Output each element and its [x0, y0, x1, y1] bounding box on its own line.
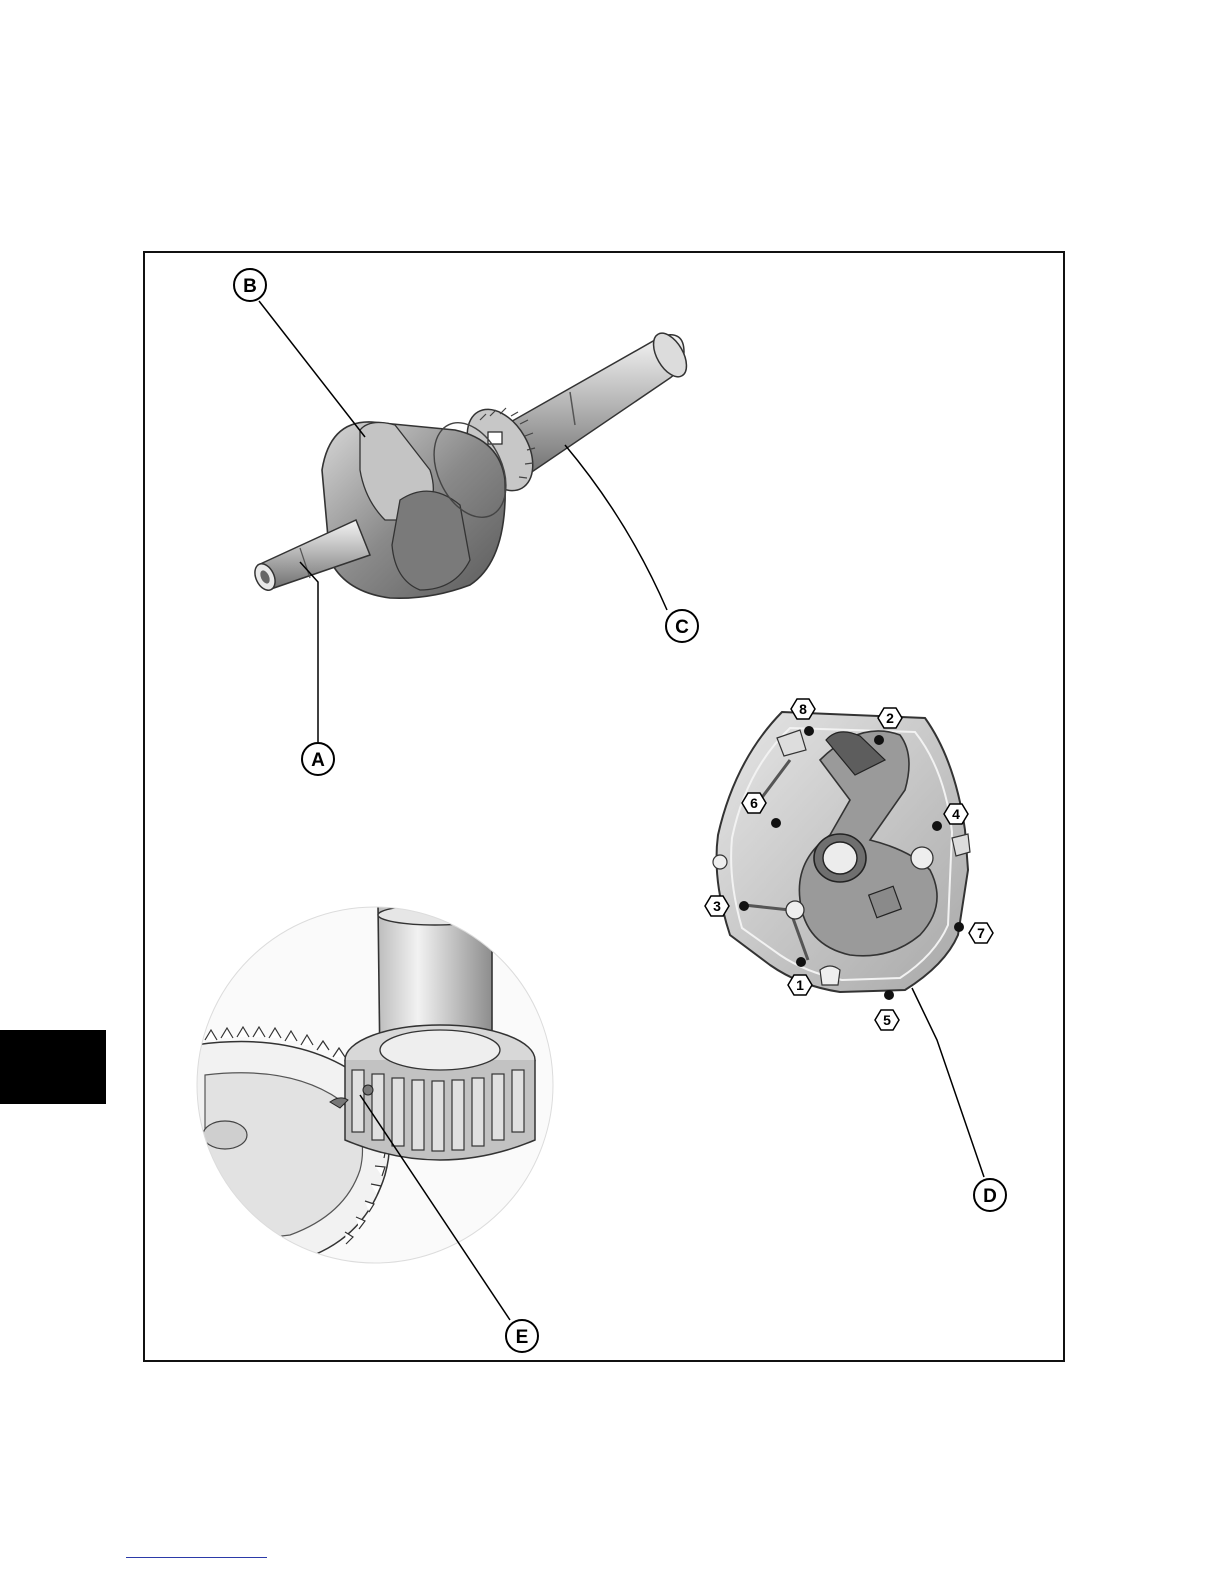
svg-text:4: 4 [952, 806, 960, 822]
torque-label-7: 7 [969, 923, 993, 943]
svg-text:7: 7 [977, 925, 985, 941]
torque-label-2: 2 [878, 708, 902, 728]
torque-label-6: 6 [742, 793, 766, 813]
callout-c: C [666, 610, 698, 642]
svg-text:B: B [243, 276, 257, 297]
torque-label-4: 4 [944, 804, 968, 824]
torque-label-8: 8 [791, 699, 815, 719]
svg-text:D: D [983, 1186, 997, 1207]
svg-text:A: A [311, 750, 325, 771]
svg-text:C: C [675, 617, 689, 638]
svg-text:8: 8 [799, 701, 807, 717]
torque-label-3: 3 [705, 896, 729, 916]
section-thumb-tab [0, 1030, 106, 1104]
svg-text:1: 1 [796, 977, 804, 993]
torque-label-1: 1 [788, 975, 812, 995]
callout-e: E [506, 1320, 538, 1352]
svg-text:E: E [516, 1327, 529, 1348]
crankcase-cover-illustration [713, 712, 970, 1000]
svg-text:5: 5 [883, 1012, 891, 1028]
callout-a: A [302, 743, 334, 775]
timing-gear-detail-illustration [190, 900, 560, 1270]
svg-text:2: 2 [886, 710, 894, 726]
callout-d: D [974, 1179, 1006, 1211]
callout-b: B [234, 269, 266, 301]
footer-rule [126, 1557, 267, 1558]
torque-label-5: 5 [875, 1010, 899, 1030]
crankshaft-illustration [251, 328, 693, 599]
svg-text:3: 3 [713, 898, 721, 914]
svg-text:6: 6 [750, 795, 758, 811]
